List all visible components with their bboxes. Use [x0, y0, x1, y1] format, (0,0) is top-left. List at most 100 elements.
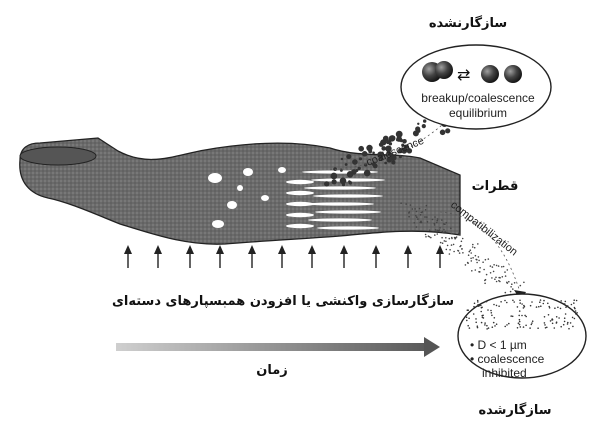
- fine-droplet: [409, 211, 411, 213]
- bottom-bubble-bullet2: • coalescence: [470, 352, 545, 366]
- fine-droplet: [441, 219, 443, 221]
- time-arrow: [116, 337, 440, 357]
- fine-droplet: [453, 251, 455, 253]
- fine-droplet: [565, 313, 567, 315]
- fine-droplet: [573, 302, 575, 304]
- fine-droplet: [461, 248, 463, 250]
- fine-droplet: [544, 316, 546, 318]
- up-arrow-head: [372, 245, 380, 254]
- fine-droplet: [540, 299, 542, 301]
- fine-droplet: [420, 214, 422, 216]
- fine-droplet: [477, 327, 479, 329]
- fine-droplet: [518, 322, 520, 324]
- coalescing-droplet: [340, 169, 343, 172]
- fine-droplet: [568, 328, 570, 330]
- fine-droplet: [476, 262, 478, 264]
- fine-droplet: [575, 310, 577, 312]
- elongated-droplet: [304, 186, 376, 189]
- coalescing-droplet: [383, 136, 389, 142]
- fine-droplet: [576, 300, 578, 302]
- fine-droplet: [496, 305, 498, 307]
- coalescing-droplet: [364, 170, 371, 177]
- label-incompatible: سازگارنشده: [429, 15, 507, 31]
- fine-droplet: [570, 322, 572, 324]
- fine-droplet: [560, 326, 562, 328]
- fine-droplet: [436, 222, 438, 224]
- fine-droplet: [437, 233, 439, 235]
- coalescing-droplet: [342, 183, 345, 186]
- fine-droplet: [405, 203, 407, 205]
- fine-droplet: [519, 324, 521, 326]
- fine-droplet: [468, 318, 470, 320]
- up-arrows: [124, 245, 444, 268]
- fine-droplet: [468, 254, 470, 256]
- fine-droplet: [531, 301, 533, 303]
- fine-droplet: [544, 322, 546, 324]
- elongated-droplet: [313, 194, 383, 197]
- fine-droplet: [477, 300, 479, 302]
- fine-droplet: [446, 222, 448, 224]
- fine-droplet: [486, 328, 488, 330]
- elongated-droplet: [286, 180, 314, 184]
- fine-droplet: [523, 305, 525, 307]
- fine-droplet: [556, 321, 558, 323]
- fine-droplet: [482, 261, 484, 263]
- fine-droplet: [491, 277, 493, 279]
- coalescing-droplet: [415, 126, 420, 131]
- fine-droplet: [459, 252, 461, 254]
- fine-droplet: [490, 265, 492, 267]
- fine-droplet: [481, 307, 483, 309]
- fine-droplet: [550, 320, 552, 322]
- fine-droplet: [434, 223, 436, 225]
- fine-droplet: [453, 244, 455, 246]
- fine-droplet: [467, 309, 469, 311]
- top-bubble-line1: breakup/coalescence: [421, 91, 535, 105]
- fine-droplet: [543, 300, 545, 302]
- fine-droplet: [439, 227, 441, 229]
- fine-droplet: [506, 302, 508, 304]
- fine-droplet: [451, 244, 453, 246]
- fine-droplet: [513, 301, 515, 303]
- fine-droplet: [537, 327, 539, 329]
- coalescing-droplet: [348, 180, 351, 183]
- fine-droplet: [470, 258, 472, 260]
- elongated-droplet: [286, 191, 314, 195]
- fine-droplet: [484, 322, 486, 324]
- time-arrow-head: [424, 337, 440, 357]
- up-arrow-head: [436, 245, 444, 254]
- fine-droplet: [458, 250, 460, 252]
- fine-droplet: [565, 306, 567, 308]
- elongated-droplet: [286, 213, 314, 217]
- fine-droplet: [504, 271, 506, 273]
- fine-droplet: [477, 305, 479, 307]
- fine-droplet: [443, 232, 445, 234]
- melt-void: [227, 201, 237, 209]
- fine-droplet: [428, 235, 430, 237]
- fine-droplet: [510, 315, 512, 317]
- fine-droplet: [498, 305, 500, 307]
- coalescing-droplet: [445, 128, 450, 133]
- fine-droplet: [479, 267, 481, 269]
- coalescing-droplet: [389, 135, 395, 141]
- fine-droplet: [462, 252, 464, 254]
- fine-droplet: [519, 321, 521, 323]
- fine-droplet: [554, 327, 556, 329]
- fine-droplet: [449, 249, 451, 251]
- fine-droplet: [458, 233, 460, 235]
- fine-droplet: [572, 326, 574, 328]
- fine-droplet: [492, 326, 494, 328]
- coalescing-droplet: [391, 160, 395, 164]
- fine-droplet: [496, 323, 498, 325]
- fine-droplet: [492, 266, 494, 268]
- up-arrow-head: [216, 245, 224, 254]
- fine-droplet: [483, 317, 485, 319]
- fine-droplet: [571, 304, 573, 306]
- coalescing-droplet: [359, 157, 362, 160]
- fine-droplet: [481, 322, 483, 324]
- fine-droplet: [563, 324, 565, 326]
- fine-droplet: [449, 253, 451, 255]
- fine-droplet: [475, 255, 477, 257]
- coalescing-droplet: [347, 171, 354, 178]
- fine-droplet: [547, 303, 549, 305]
- fine-droplet: [472, 244, 474, 246]
